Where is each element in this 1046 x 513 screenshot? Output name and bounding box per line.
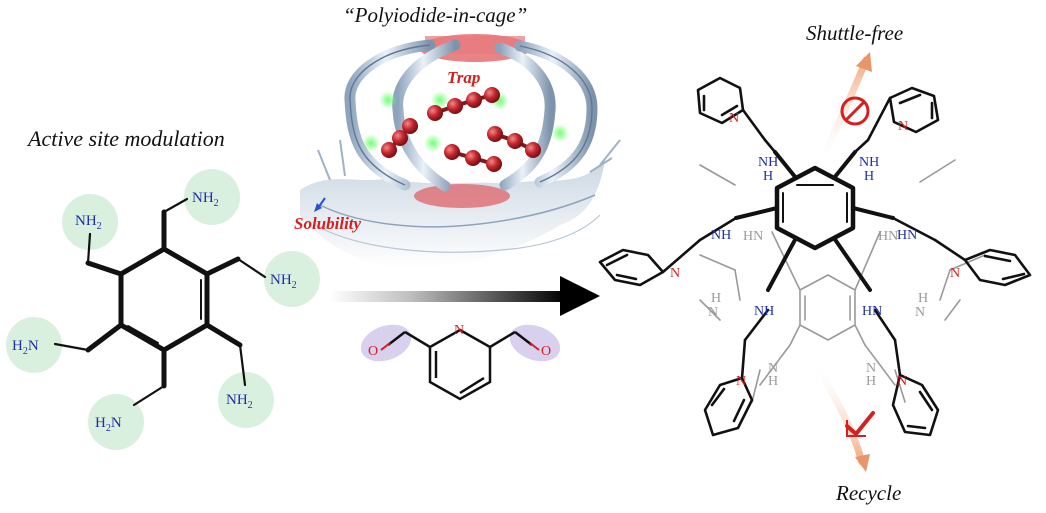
svg-text:H: H (918, 291, 928, 306)
solubility-label: Solubility (294, 214, 362, 233)
svg-text:N: N (768, 361, 778, 376)
svg-text:NH: NH (754, 304, 774, 319)
svg-text:HN: HN (862, 304, 882, 319)
svg-text:N: N (898, 119, 908, 134)
amine-labels: NH2 NH2 NH2 H2N H2N NH2 (12, 190, 297, 434)
dialdehyde-reagent: O O N (360, 323, 561, 401)
svg-text:NH: NH (758, 155, 778, 170)
active-site-label: Active site modulation (26, 126, 225, 151)
svg-text:O: O (368, 344, 378, 359)
aromatic-core (53, 197, 267, 407)
svg-text:N: N (866, 361, 876, 376)
svg-text:NH2: NH2 (270, 272, 297, 291)
svg-text:H: H (768, 374, 778, 389)
svg-text:NH: NH (859, 155, 879, 170)
svg-text:NH2: NH2 (192, 190, 219, 209)
svg-text:N: N (736, 374, 746, 389)
svg-text:N: N (708, 305, 718, 320)
cage-molecule: NH H NH H NH HN NH HN HN HN H N H N N H … (598, 76, 1032, 437)
svg-text:NH2: NH2 (226, 392, 253, 411)
svg-text:N: N (915, 305, 925, 320)
cage-illustration: Trap Solubility (294, 34, 621, 269)
svg-text:H: H (864, 169, 874, 184)
svg-text:O: O (541, 344, 551, 359)
svg-text:HN: HN (743, 229, 763, 244)
svg-text:H2N: H2N (12, 338, 39, 357)
svg-text:N: N (670, 266, 680, 281)
svg-text:H: H (711, 291, 721, 306)
svg-text:N: N (454, 323, 464, 338)
recycle-label: Recycle (835, 481, 901, 505)
reaction-arrow (330, 276, 600, 316)
trap-label: Trap (447, 68, 480, 87)
svg-text:NH: NH (711, 228, 731, 243)
svg-text:H: H (866, 374, 876, 389)
svg-text:N: N (950, 266, 960, 281)
svg-text:H2N: H2N (95, 415, 122, 434)
cage-title: “Polyiodide-in-cage” (343, 3, 527, 27)
prohibited-icon (840, 96, 870, 126)
svg-text:N: N (897, 374, 907, 389)
svg-text:HN: HN (878, 229, 898, 244)
svg-text:N: N (729, 111, 739, 126)
check-icon (845, 411, 875, 437)
shuttle-free-label: Shuttle-free (806, 21, 903, 45)
amine-halos (6, 169, 320, 450)
svg-text:HN: HN (897, 228, 917, 243)
svg-text:H: H (763, 169, 773, 184)
svg-text:NH2: NH2 (75, 213, 102, 232)
